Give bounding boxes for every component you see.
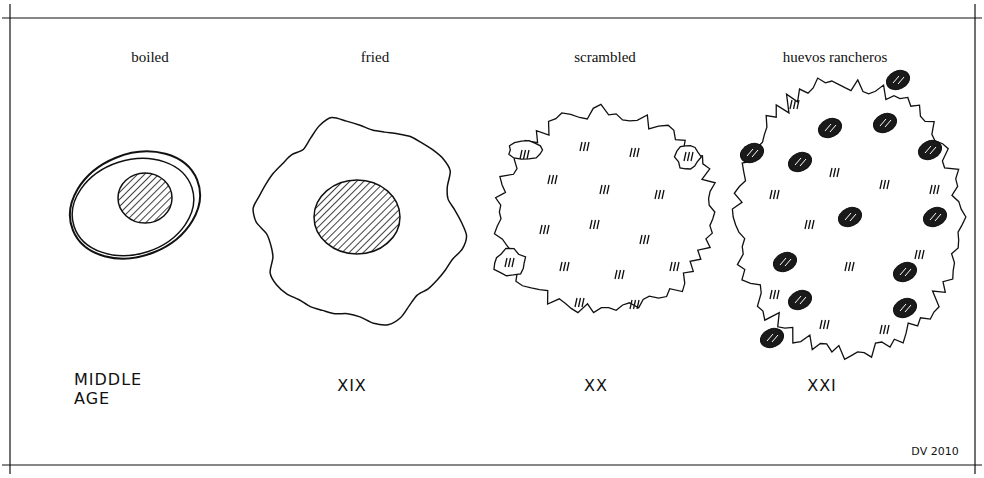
label-slot: boiled (131, 49, 169, 66)
egg-texture (548, 175, 557, 184)
label-slot: scrambled (574, 49, 636, 66)
bean (835, 204, 864, 230)
label-slot: MIDDLE AGE (74, 370, 146, 408)
egg-name: scrambled (574, 49, 636, 66)
bean (890, 259, 919, 285)
era-label: XX (584, 376, 608, 395)
bean (815, 115, 844, 141)
bean (915, 137, 944, 163)
egg-texture (655, 190, 664, 199)
boiled-egg (54, 133, 216, 278)
egg-texture (540, 225, 549, 234)
egg-texture (830, 168, 839, 177)
egg-texture (560, 262, 569, 271)
bean-hatch (930, 213, 941, 221)
egg-texture (770, 190, 779, 199)
bean (785, 149, 814, 175)
label-slot: huevos rancheros (783, 49, 888, 66)
bean (737, 140, 766, 166)
egg-texture (845, 262, 854, 271)
egg-texture (930, 185, 939, 194)
era-label: MIDDLE AGE (74, 370, 146, 408)
bean-hatch (795, 158, 806, 166)
egg-texture (590, 220, 599, 229)
bean-hatch (825, 124, 836, 132)
egg-texture (630, 300, 639, 309)
egg-name: fried (361, 49, 389, 66)
egg-yolk (314, 180, 400, 254)
label-slot: XX (584, 376, 608, 395)
egg-white (253, 118, 466, 325)
bean (770, 249, 799, 275)
bean-hatch (900, 268, 911, 276)
egg-texture (630, 148, 639, 157)
label-slot: fried (361, 49, 389, 66)
bean-hatch (747, 149, 758, 157)
egg-shell (60, 143, 207, 271)
bean (785, 287, 814, 313)
egg-name: boiled (131, 49, 169, 66)
bean (883, 67, 912, 93)
huevos-rancheros (732, 67, 966, 360)
egg-texture (805, 220, 814, 229)
bean-hatch (767, 334, 778, 342)
egg-piece (732, 78, 966, 359)
egg-texture (505, 258, 514, 267)
egg-texture (670, 262, 679, 271)
scrambled-egg (494, 104, 715, 312)
bean-hatch (845, 213, 856, 221)
label-slot: XXI (807, 376, 837, 395)
bean (890, 295, 919, 321)
egg-texture (770, 290, 779, 299)
bean-hatch (893, 76, 904, 84)
egg-texture (640, 235, 649, 244)
frame-line (2, 464, 982, 465)
bean (920, 204, 949, 230)
bean (757, 325, 786, 351)
bean-hatch (900, 304, 911, 312)
egg-piece (674, 146, 701, 169)
era-label: XIX (337, 376, 367, 395)
egg-texture (575, 298, 584, 307)
egg-texture (915, 250, 924, 259)
bean-hatch (880, 119, 891, 127)
egg-texture (520, 150, 529, 159)
frame-line (9, 4, 10, 474)
egg-yolk (118, 173, 172, 223)
label-slot: XIX (337, 376, 367, 395)
egg-piece (494, 248, 526, 275)
frame-line (2, 17, 982, 18)
egg-texture (790, 100, 799, 109)
bean-hatch (795, 296, 806, 304)
egg-shell (54, 133, 216, 278)
fried-egg (253, 118, 466, 325)
egg-texture (615, 270, 624, 279)
egg-texture (600, 185, 609, 194)
egg-name: huevos rancheros (783, 49, 888, 66)
egg-texture (580, 142, 589, 151)
egg-texture (684, 152, 693, 161)
bean-hatch (780, 258, 791, 266)
frame (2, 4, 982, 474)
egg-texture (880, 180, 889, 189)
egg-piece (509, 141, 543, 159)
egg-piece (494, 104, 715, 312)
label-slot: DV 2010 (911, 445, 958, 458)
bean (870, 110, 899, 136)
bean-hatch (925, 146, 936, 154)
egg-texture (820, 320, 829, 329)
signature: DV 2010 (911, 445, 958, 458)
era-label: XXI (807, 376, 837, 395)
frame-line (974, 4, 975, 474)
egg-texture (880, 325, 889, 334)
